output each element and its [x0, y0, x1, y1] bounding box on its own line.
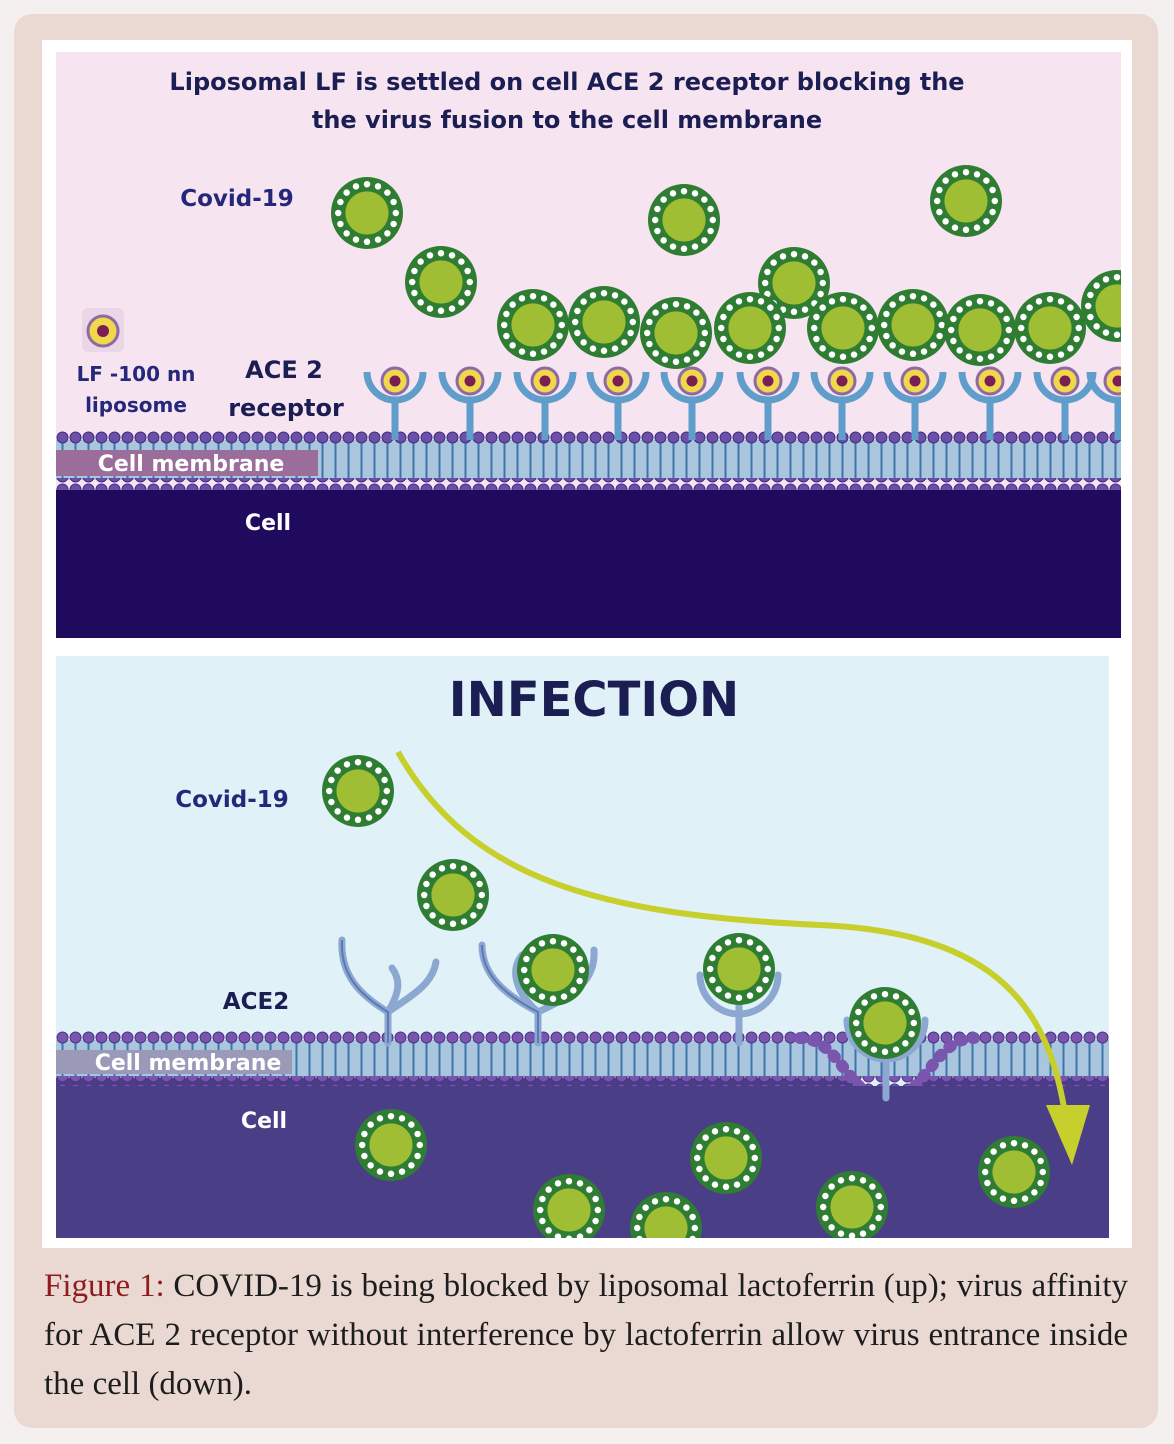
ace2-receptor-icon: [340, 939, 539, 1043]
virus-icon: [568, 286, 640, 358]
liposome-label-line2: liposome: [85, 393, 187, 417]
virus-icon: [533, 1174, 605, 1238]
bottom-receptor-label: ACE2: [223, 989, 289, 1015]
bottom-membrane-label-band: [56, 1050, 292, 1074]
ace2-receptor-icon: [810, 366, 874, 440]
virus-icon: [978, 1136, 1050, 1208]
virus-icon: [1014, 292, 1086, 364]
virus-icon: [714, 292, 786, 364]
ace2-receptor-icon: [736, 366, 800, 440]
virus-icon: [816, 1171, 888, 1238]
infection-arrowhead: [1046, 1105, 1090, 1165]
ace2-receptor-icon: [958, 366, 1022, 440]
liposome-label-line1: LF -100 nn: [77, 362, 196, 386]
infection-title: INFECTION: [449, 672, 739, 728]
liposome-icon: [455, 366, 485, 396]
bottom-membrane-label: Cell membrane: [95, 1051, 282, 1076]
bottom-panel: INFECTION Covid-19 ACE2 Cell membrane Ce…: [56, 656, 1109, 1238]
bottom-viruses: [322, 755, 1050, 1238]
virus-icon: [517, 934, 589, 1006]
virus-icon: [944, 294, 1016, 366]
bottom-covid-label: Covid-19: [175, 787, 289, 813]
virus-icon: [355, 1109, 427, 1181]
liposome-icon: [603, 366, 633, 396]
caption-label: Figure 1:: [44, 1268, 165, 1304]
virus-icon: [497, 289, 569, 361]
top-title-line1: Liposomal LF is settled on cell ACE 2 re…: [169, 68, 964, 96]
liposome-icon: [753, 366, 783, 396]
figure-diagram: Liposomal LF is settled on cell ACE 2 re…: [56, 52, 1121, 1238]
infection-arrow-icon: [395, 750, 1069, 1121]
liposome-icon: [900, 366, 930, 396]
ace2-receptor-icon: [586, 366, 650, 440]
liposome-icon: [82, 308, 124, 352]
top-membrane-label-band: [56, 450, 318, 476]
ace2-receptor-icon: [660, 366, 724, 440]
virus-icon: [703, 933, 775, 1005]
virus-icon: [405, 246, 477, 318]
virus-icon: [807, 292, 879, 364]
virus-icon: [331, 177, 403, 249]
liposome-icon: [530, 366, 560, 396]
ace2-receptor-icon: [363, 366, 427, 440]
virus-icon: [1081, 270, 1121, 342]
virus-icon: [322, 755, 394, 827]
virus-icon: [690, 1122, 762, 1194]
top-cell: [56, 490, 1121, 638]
ace2-receptor-icon: [438, 366, 502, 440]
top-cell-label: Cell: [245, 511, 291, 536]
virus-icon: [849, 987, 921, 1059]
top-title-line2: the virus fusion to the cell membrane: [312, 106, 822, 134]
top-receptor-label-line2: receptor: [228, 394, 344, 422]
ace2-receptor-icon: [1086, 366, 1121, 440]
ace2-receptor-icon: [1033, 366, 1097, 440]
liposome-icon: [827, 366, 857, 396]
top-membrane-label: Cell membrane: [98, 452, 285, 477]
virus-icon: [877, 289, 949, 361]
figure-caption: Figure 1: COVID-19 is being blocked by l…: [44, 1262, 1128, 1409]
liposome-icon: [1103, 366, 1121, 396]
top-covid-label: Covid-19: [180, 186, 294, 212]
liposome-icon: [380, 366, 410, 396]
ace2-receptor-icon: [513, 366, 577, 440]
top-panel: Liposomal LF is settled on cell ACE 2 re…: [56, 52, 1121, 638]
virus-icon: [417, 859, 489, 931]
liposome-icon: [975, 366, 1005, 396]
virus-icon: [640, 297, 712, 369]
top-receptor-label-line1: ACE 2: [245, 356, 323, 384]
virus-icon: [648, 184, 720, 256]
liposome-icon: [1050, 366, 1080, 396]
bottom-cell-label: Cell: [241, 1109, 287, 1134]
top-viruses: [331, 165, 1121, 369]
virus-icon: [930, 165, 1002, 237]
ace2-receptor-icon: [883, 366, 947, 440]
caption-text: COVID-19 is being blocked by liposomal l…: [44, 1268, 1129, 1402]
virus-icon: [630, 1192, 702, 1238]
top-ace2-receptors: [363, 366, 1121, 440]
liposome-icon: [677, 366, 707, 396]
